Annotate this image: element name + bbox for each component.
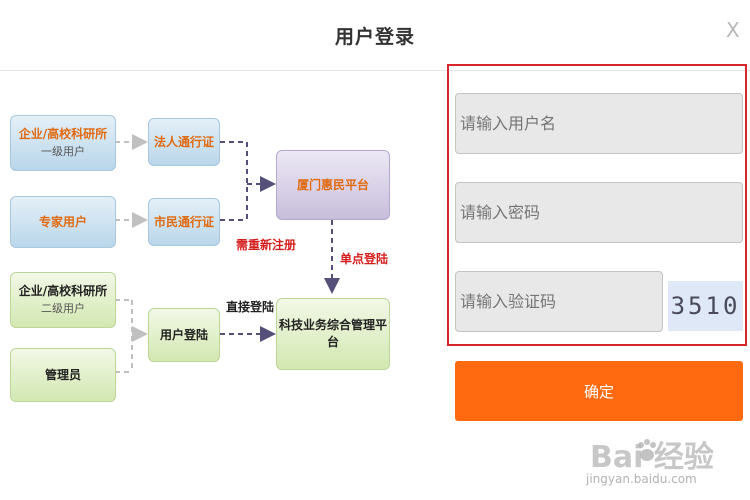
node-citizen-pass: 市民通行证 (148, 198, 220, 246)
captcha-input[interactable] (455, 271, 663, 332)
confirm-button[interactable]: 确定 (455, 361, 743, 421)
node-label: 专家用户 (38, 214, 87, 229)
label-single-sign-on: 单点登陆 (340, 252, 389, 266)
login-form-highlight (447, 64, 747, 346)
diagram-connectors (115, 134, 340, 373)
close-button[interactable]: X (726, 18, 740, 42)
dialog-title: 用户登录 (334, 26, 415, 48)
captcha-image[interactable]: 3510 (668, 281, 743, 331)
header-divider (0, 70, 750, 71)
node-sublabel: 二级用户 (41, 302, 85, 315)
node-label: 法人通行证 (153, 134, 214, 149)
node-xiamen-platform: 厦门惠民平台 (276, 150, 390, 220)
node-legal-pass: 法人通行证 (148, 118, 220, 166)
baidu-jingyan-watermark: Bai 经验 jingyan.baidu.com (576, 432, 746, 492)
password-input[interactable] (455, 182, 743, 243)
node-label: 市民通行证 (153, 214, 214, 229)
node-enterprise-level2: 企业/高校科研所 二级用户 (10, 272, 116, 328)
label-need-register: 需重新注册 (236, 238, 297, 252)
paw-icon (638, 439, 656, 461)
node-admin: 管理员 (10, 348, 116, 402)
watermark-url: jingyan.baidu.com (586, 472, 697, 486)
node-label: 企业/高校科研所 (18, 284, 108, 298)
node-expert-user: 专家用户 (10, 196, 116, 248)
node-label: 企业/高校科研所 (18, 127, 108, 141)
node-enterprise-level1: 企业/高校科研所 一级用户 (10, 115, 116, 171)
node-user-login: 用户登陆 (148, 308, 220, 362)
login-flow-diagram: 企业/高校科研所 一级用户 法人通行证 专家用户 市民通行证 厦门惠民平台 企业… (10, 112, 392, 402)
node-tech-platform: 科技业务综合管理平台 (276, 298, 390, 370)
username-input[interactable] (455, 93, 743, 154)
node-label: 管理员 (44, 367, 81, 382)
node-label: 科技业务综合管理平台 (278, 318, 387, 349)
node-label: 用户登陆 (159, 327, 208, 342)
node-label: 厦门惠民平台 (296, 177, 369, 192)
node-sublabel: 一级用户 (41, 145, 85, 158)
label-direct-login: 直接登陆 (226, 300, 275, 314)
